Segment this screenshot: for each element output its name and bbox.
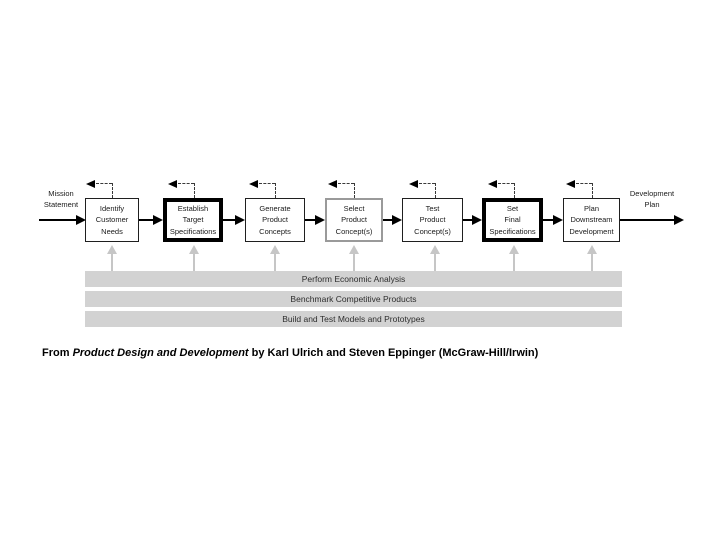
development-plan-label: Development Plan xyxy=(629,189,675,209)
feedback-iteration-arrow xyxy=(249,179,276,199)
right-arrow-icon xyxy=(153,215,163,225)
feedback-iteration-arrow xyxy=(328,179,355,199)
right-arrow-icon xyxy=(472,215,482,225)
left-arrow-icon xyxy=(86,180,95,188)
flow-arrow-5-6 xyxy=(463,213,482,227)
source-caption: From Product Design and Development by K… xyxy=(42,347,538,359)
caption-suffix: by Karl Ulrich and Steven Eppinger (McGr… xyxy=(248,347,539,359)
right-arrow-icon xyxy=(674,215,684,225)
upflow-arrow-icon xyxy=(349,245,359,271)
flow-arrow-2-3 xyxy=(223,213,245,227)
upflow-arrow-icon xyxy=(587,245,597,271)
activity-bar-economic-analysis: Perform Economic Analysis xyxy=(85,271,622,287)
upflow-arrow-icon xyxy=(107,245,117,271)
right-arrow-icon xyxy=(553,215,563,225)
feedback-iteration-arrow xyxy=(566,179,593,199)
right-arrow-icon xyxy=(76,215,86,225)
left-arrow-icon xyxy=(566,180,575,188)
right-arrow-icon xyxy=(235,215,245,225)
left-arrow-icon xyxy=(249,180,258,188)
caption-prefix: From xyxy=(42,347,73,359)
flow-arrow-plan-out xyxy=(620,213,684,227)
upflow-arrow-icon xyxy=(509,245,519,271)
flow-arrow-4-5 xyxy=(383,213,402,227)
flow-arrow-3-4 xyxy=(305,213,325,227)
upflow-arrow-icon xyxy=(189,245,199,271)
caption-book-title: Product Design and Development xyxy=(72,347,249,359)
activity-bar-models-prototypes: Build and Test Models and Prototypes xyxy=(85,311,622,327)
feedback-iteration-arrow xyxy=(86,179,113,199)
upflow-arrow-icon xyxy=(270,245,280,271)
feedback-iteration-arrow xyxy=(409,179,436,199)
feedback-iteration-arrow xyxy=(488,179,515,199)
flow-arrow-mission-in xyxy=(39,213,86,227)
left-arrow-icon xyxy=(488,180,497,188)
left-arrow-icon xyxy=(409,180,418,188)
right-arrow-icon xyxy=(392,215,402,225)
right-arrow-icon xyxy=(315,215,325,225)
left-arrow-icon xyxy=(168,180,177,188)
flow-arrow-1-2 xyxy=(139,213,163,227)
mission-statement-label: Mission Statement xyxy=(43,189,79,209)
activity-bar-benchmark-products: Benchmark Competitive Products xyxy=(85,291,622,307)
feedback-iteration-arrow xyxy=(168,179,195,199)
upflow-arrow-icon xyxy=(430,245,440,271)
left-arrow-icon xyxy=(328,180,337,188)
flow-arrow-6-7 xyxy=(543,213,563,227)
